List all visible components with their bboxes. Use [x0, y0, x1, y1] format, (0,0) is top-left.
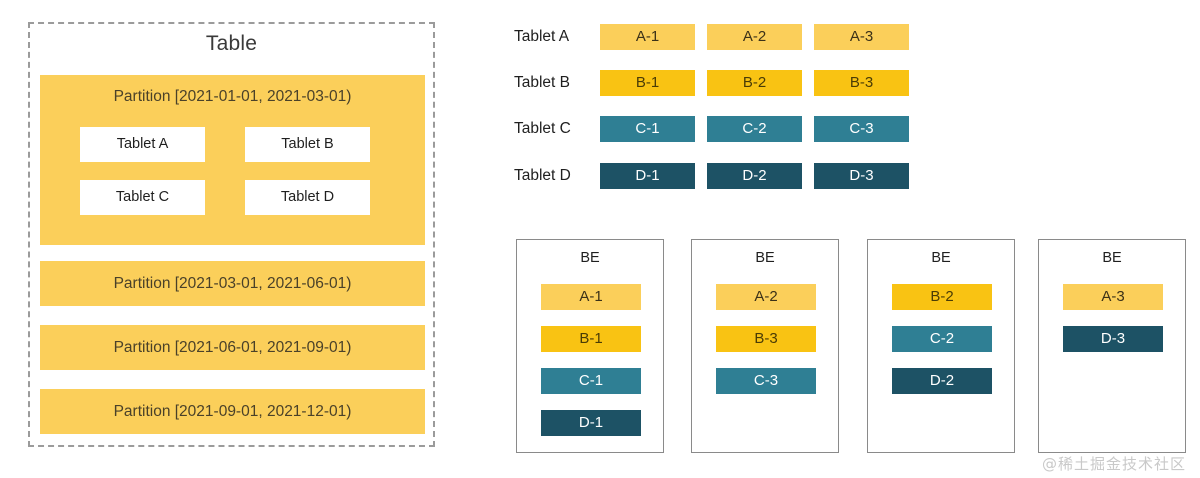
be-replica-item[interactable]: C-1 [541, 368, 641, 394]
be-replica-item[interactable]: A-3 [1063, 284, 1163, 310]
be-replica-item[interactable]: C-2 [892, 326, 992, 352]
replica-chunk[interactable]: B-2 [707, 70, 802, 96]
tablet-row-label: Tablet C [514, 120, 571, 137]
replica-chunk[interactable]: C-1 [600, 116, 695, 142]
be-replica-item[interactable]: C-3 [716, 368, 816, 394]
replica-chunk[interactable]: C-3 [814, 116, 909, 142]
tablet-row: Tablet C C-1 C-2 C-3 [514, 116, 914, 142]
replica-chunk[interactable]: D-1 [600, 163, 695, 189]
be-node-items: A-3 D-3 [1063, 284, 1163, 368]
partition-block[interactable]: Partition [2021-06-01, 2021-09-01) [40, 325, 425, 370]
replica-chunk[interactable]: A-1 [600, 24, 695, 50]
replica-chunk[interactable]: C-2 [707, 116, 802, 142]
be-node-title: BE [755, 250, 775, 266]
tablet-row-label: Tablet A [514, 28, 570, 45]
tablet-box-b[interactable]: Tablet B [245, 127, 370, 162]
tablet-row: Tablet D D-1 D-2 D-3 [514, 163, 914, 189]
tablet-replica-rows: Tablet A A-1 A-2 A-3 Tablet B B-1 B-2 B-… [514, 24, 914, 194]
partition-label: Partition [2021-01-01, 2021-03-01) [113, 88, 352, 105]
page-title: Table [205, 32, 258, 55]
partition-block[interactable]: Partition [2021-03-01, 2021-06-01) [40, 261, 425, 306]
be-replica-item[interactable]: B-1 [541, 326, 641, 352]
be-node[interactable]: BE B-2 C-2 D-2 [867, 239, 1015, 453]
table-panel: Table Partition [2021-01-01, 2021-03-01)… [28, 22, 435, 447]
partition-block[interactable]: Partition [2021-09-01, 2021-12-01) [40, 389, 425, 434]
be-node[interactable]: BE A-2 B-3 C-3 [691, 239, 839, 453]
tablet-box-a[interactable]: Tablet A [80, 127, 205, 162]
be-node-title: BE [580, 250, 600, 266]
be-node[interactable]: BE A-3 D-3 [1038, 239, 1186, 453]
tablet-row: Tablet A A-1 A-2 A-3 [514, 24, 914, 50]
replica-chunk[interactable]: B-1 [600, 70, 695, 96]
be-node-title: BE [931, 250, 951, 266]
be-node-row: BE A-1 B-1 C-1 D-1 BE A-2 B-3 C-3 BE B-2… [516, 239, 1186, 454]
tablet-row: Tablet B B-1 B-2 B-3 [514, 70, 914, 96]
be-node-items: A-1 B-1 C-1 D-1 [541, 284, 641, 452]
partition-label: Partition [2021-09-01, 2021-12-01) [113, 403, 352, 420]
be-replica-item[interactable]: A-2 [716, 284, 816, 310]
replica-chunk[interactable]: A-3 [814, 24, 909, 50]
watermark: @稀土掘金技术社区 [1041, 455, 1186, 473]
tablet-row-label: Tablet D [514, 167, 571, 184]
replica-chunk[interactable]: A-2 [707, 24, 802, 50]
be-replica-item[interactable]: D-3 [1063, 326, 1163, 352]
be-node-items: B-2 C-2 D-2 [892, 284, 992, 410]
be-replica-item[interactable]: B-2 [892, 284, 992, 310]
be-node-items: A-2 B-3 C-3 [716, 284, 816, 410]
be-node-title: BE [1102, 250, 1122, 266]
replica-chunk[interactable]: B-3 [814, 70, 909, 96]
tablet-box-c[interactable]: Tablet C [80, 180, 205, 215]
be-node[interactable]: BE A-1 B-1 C-1 D-1 [516, 239, 664, 453]
partition-label: Partition [2021-06-01, 2021-09-01) [113, 339, 352, 356]
tablet-row-label: Tablet B [514, 74, 571, 91]
partition-label: Partition [2021-03-01, 2021-06-01) [113, 275, 352, 292]
partition-block[interactable]: Partition [2021-01-01, 2021-03-01) Table… [40, 75, 425, 245]
replica-chunk[interactable]: D-2 [707, 163, 802, 189]
be-replica-item[interactable]: D-2 [892, 368, 992, 394]
be-replica-item[interactable]: A-1 [541, 284, 641, 310]
be-replica-item[interactable]: D-1 [541, 410, 641, 436]
be-replica-item[interactable]: B-3 [716, 326, 816, 352]
tablet-box-d[interactable]: Tablet D [245, 180, 370, 215]
replica-chunk[interactable]: D-3 [814, 163, 909, 189]
